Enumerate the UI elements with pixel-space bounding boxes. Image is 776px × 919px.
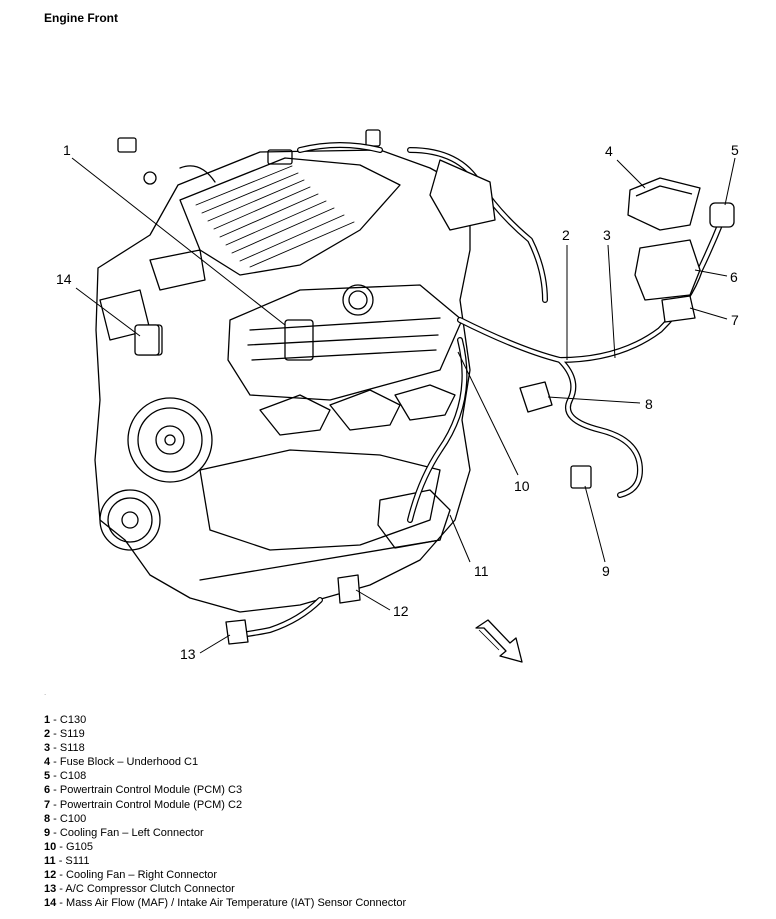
lower-pulley xyxy=(99,489,161,551)
legend-number: 9 xyxy=(44,826,51,839)
legend-separator: - xyxy=(50,714,60,726)
callout-6: 6 xyxy=(730,269,738,285)
direction-arrow xyxy=(475,619,523,663)
legend-number: 12 xyxy=(44,869,57,882)
intake-manifold xyxy=(179,157,401,276)
legend-text: Cooling Fan – Left Connector xyxy=(59,826,204,839)
legend-separator: - xyxy=(56,869,67,882)
legend-text: Fuse Block – Underhood C1 xyxy=(59,756,199,769)
engine-block xyxy=(94,149,471,613)
legend-text: Mass Air Flow (MAF) / Intake Air Tempera… xyxy=(66,897,407,910)
legend-text: S118 xyxy=(59,742,85,755)
legend-separator: - xyxy=(50,826,60,839)
legend-item: 1 - C130 xyxy=(44,713,406,727)
cooling-fan-left-connector xyxy=(570,465,592,489)
legend-item: 11 - S111 xyxy=(44,854,406,868)
legend-number: 1 xyxy=(44,714,51,726)
legend-number: 11 xyxy=(44,854,56,867)
callout-10: 10 xyxy=(514,478,530,494)
callout-3: 3 xyxy=(603,227,611,243)
callout-4: 4 xyxy=(605,143,613,159)
legend-item: 8 - C100 xyxy=(44,812,406,826)
legend-separator: - xyxy=(56,883,66,896)
legend-text: Cooling Fan – Right Connector xyxy=(66,869,218,882)
legend-text: S111 xyxy=(65,854,90,867)
callout-8: 8 xyxy=(645,396,653,412)
diagram-title: Engine Front xyxy=(44,11,118,25)
callout-5: 5 xyxy=(731,142,739,158)
maf-iat-connector xyxy=(134,324,160,356)
c108-connector xyxy=(709,202,735,228)
legend-text: Powertrain Control Module (PCM) C3 xyxy=(59,784,243,797)
upper-pulley xyxy=(127,397,213,483)
legend-item: 7 - Powertrain Control Module (PCM) C2 xyxy=(44,798,406,812)
callout-2: 2 xyxy=(562,227,570,243)
legend-item: 3 - S118 xyxy=(44,741,406,755)
legend-number: 6 xyxy=(44,784,51,797)
legend-separator: - xyxy=(56,840,67,853)
legend-text: A/C Compressor Clutch Connector xyxy=(65,883,235,896)
callout-1: 1 xyxy=(63,142,71,158)
legend-separator: - xyxy=(55,854,66,867)
legend-separator: - xyxy=(50,742,60,755)
legend-text: C130 xyxy=(59,714,87,726)
legend-number: 5 xyxy=(44,770,51,783)
callout-12: 12 xyxy=(393,603,409,619)
stray-dot: . xyxy=(44,688,47,697)
legend-item: 4 - Fuse Block – Underhood C1 xyxy=(44,755,406,769)
legend-text: G105 xyxy=(66,840,93,853)
legend-number: 3 xyxy=(44,742,51,755)
legend-number: 4 xyxy=(44,756,51,769)
legend-text: C108 xyxy=(59,770,87,783)
legend-text: S119 xyxy=(59,728,85,741)
ac-compressor-clutch-connector xyxy=(225,619,249,645)
legend-text: Powertrain Control Module (PCM) C2 xyxy=(59,798,243,811)
legend-item: 2 - S119 xyxy=(44,727,406,741)
legend-separator: - xyxy=(56,897,67,910)
cooling-fan-right-connector xyxy=(337,574,361,604)
legend-number: 8 xyxy=(44,812,51,825)
legend-separator: - xyxy=(50,798,60,811)
fuse-block xyxy=(627,177,701,231)
legend-item: 13 - A/C Compressor Clutch Connector xyxy=(44,882,406,896)
legend-separator: - xyxy=(50,812,60,825)
legend-item: 12 - Cooling Fan – Right Connector xyxy=(44,868,406,882)
legend-number: 2 xyxy=(44,728,51,741)
legend-item: 14 - Mass Air Flow (MAF) / Intake Air Te… xyxy=(44,896,406,910)
callout-14: 14 xyxy=(56,271,72,287)
legend-item: 10 - G105 xyxy=(44,840,406,854)
legend-number: 7 xyxy=(44,798,51,811)
callout-9: 9 xyxy=(602,563,610,579)
pcm-connector-c2 xyxy=(661,295,696,323)
legend-text: C100 xyxy=(59,812,87,825)
legend-separator: - xyxy=(50,728,60,741)
legend-item: 6 - Powertrain Control Module (PCM) C3 xyxy=(44,783,406,797)
c100-connector xyxy=(519,381,553,413)
legend-number: 14 xyxy=(44,897,57,910)
legend-number: 13 xyxy=(44,883,57,896)
callout-13: 13 xyxy=(180,646,196,662)
callout-11: 11 xyxy=(474,563,489,579)
engine-diagram: 1 2 3 4 5 6 7 8 9 10 11 12 13 14 xyxy=(56,129,739,663)
legend-item: 5 - C108 xyxy=(44,769,406,783)
legend-separator: - xyxy=(50,770,60,783)
pcm-connector-c3 xyxy=(634,239,701,301)
legend-item: 9 - Cooling Fan – Left Connector xyxy=(44,826,406,840)
legend-number: 10 xyxy=(44,840,57,853)
callout-7: 7 xyxy=(731,312,739,328)
legend-list: 1 - C130 2 - S119 3 - S118 4 - Fuse Bloc… xyxy=(44,713,406,910)
legend-separator: - xyxy=(50,784,60,797)
valve-cover xyxy=(227,284,463,401)
legend-separator: - xyxy=(50,756,60,769)
